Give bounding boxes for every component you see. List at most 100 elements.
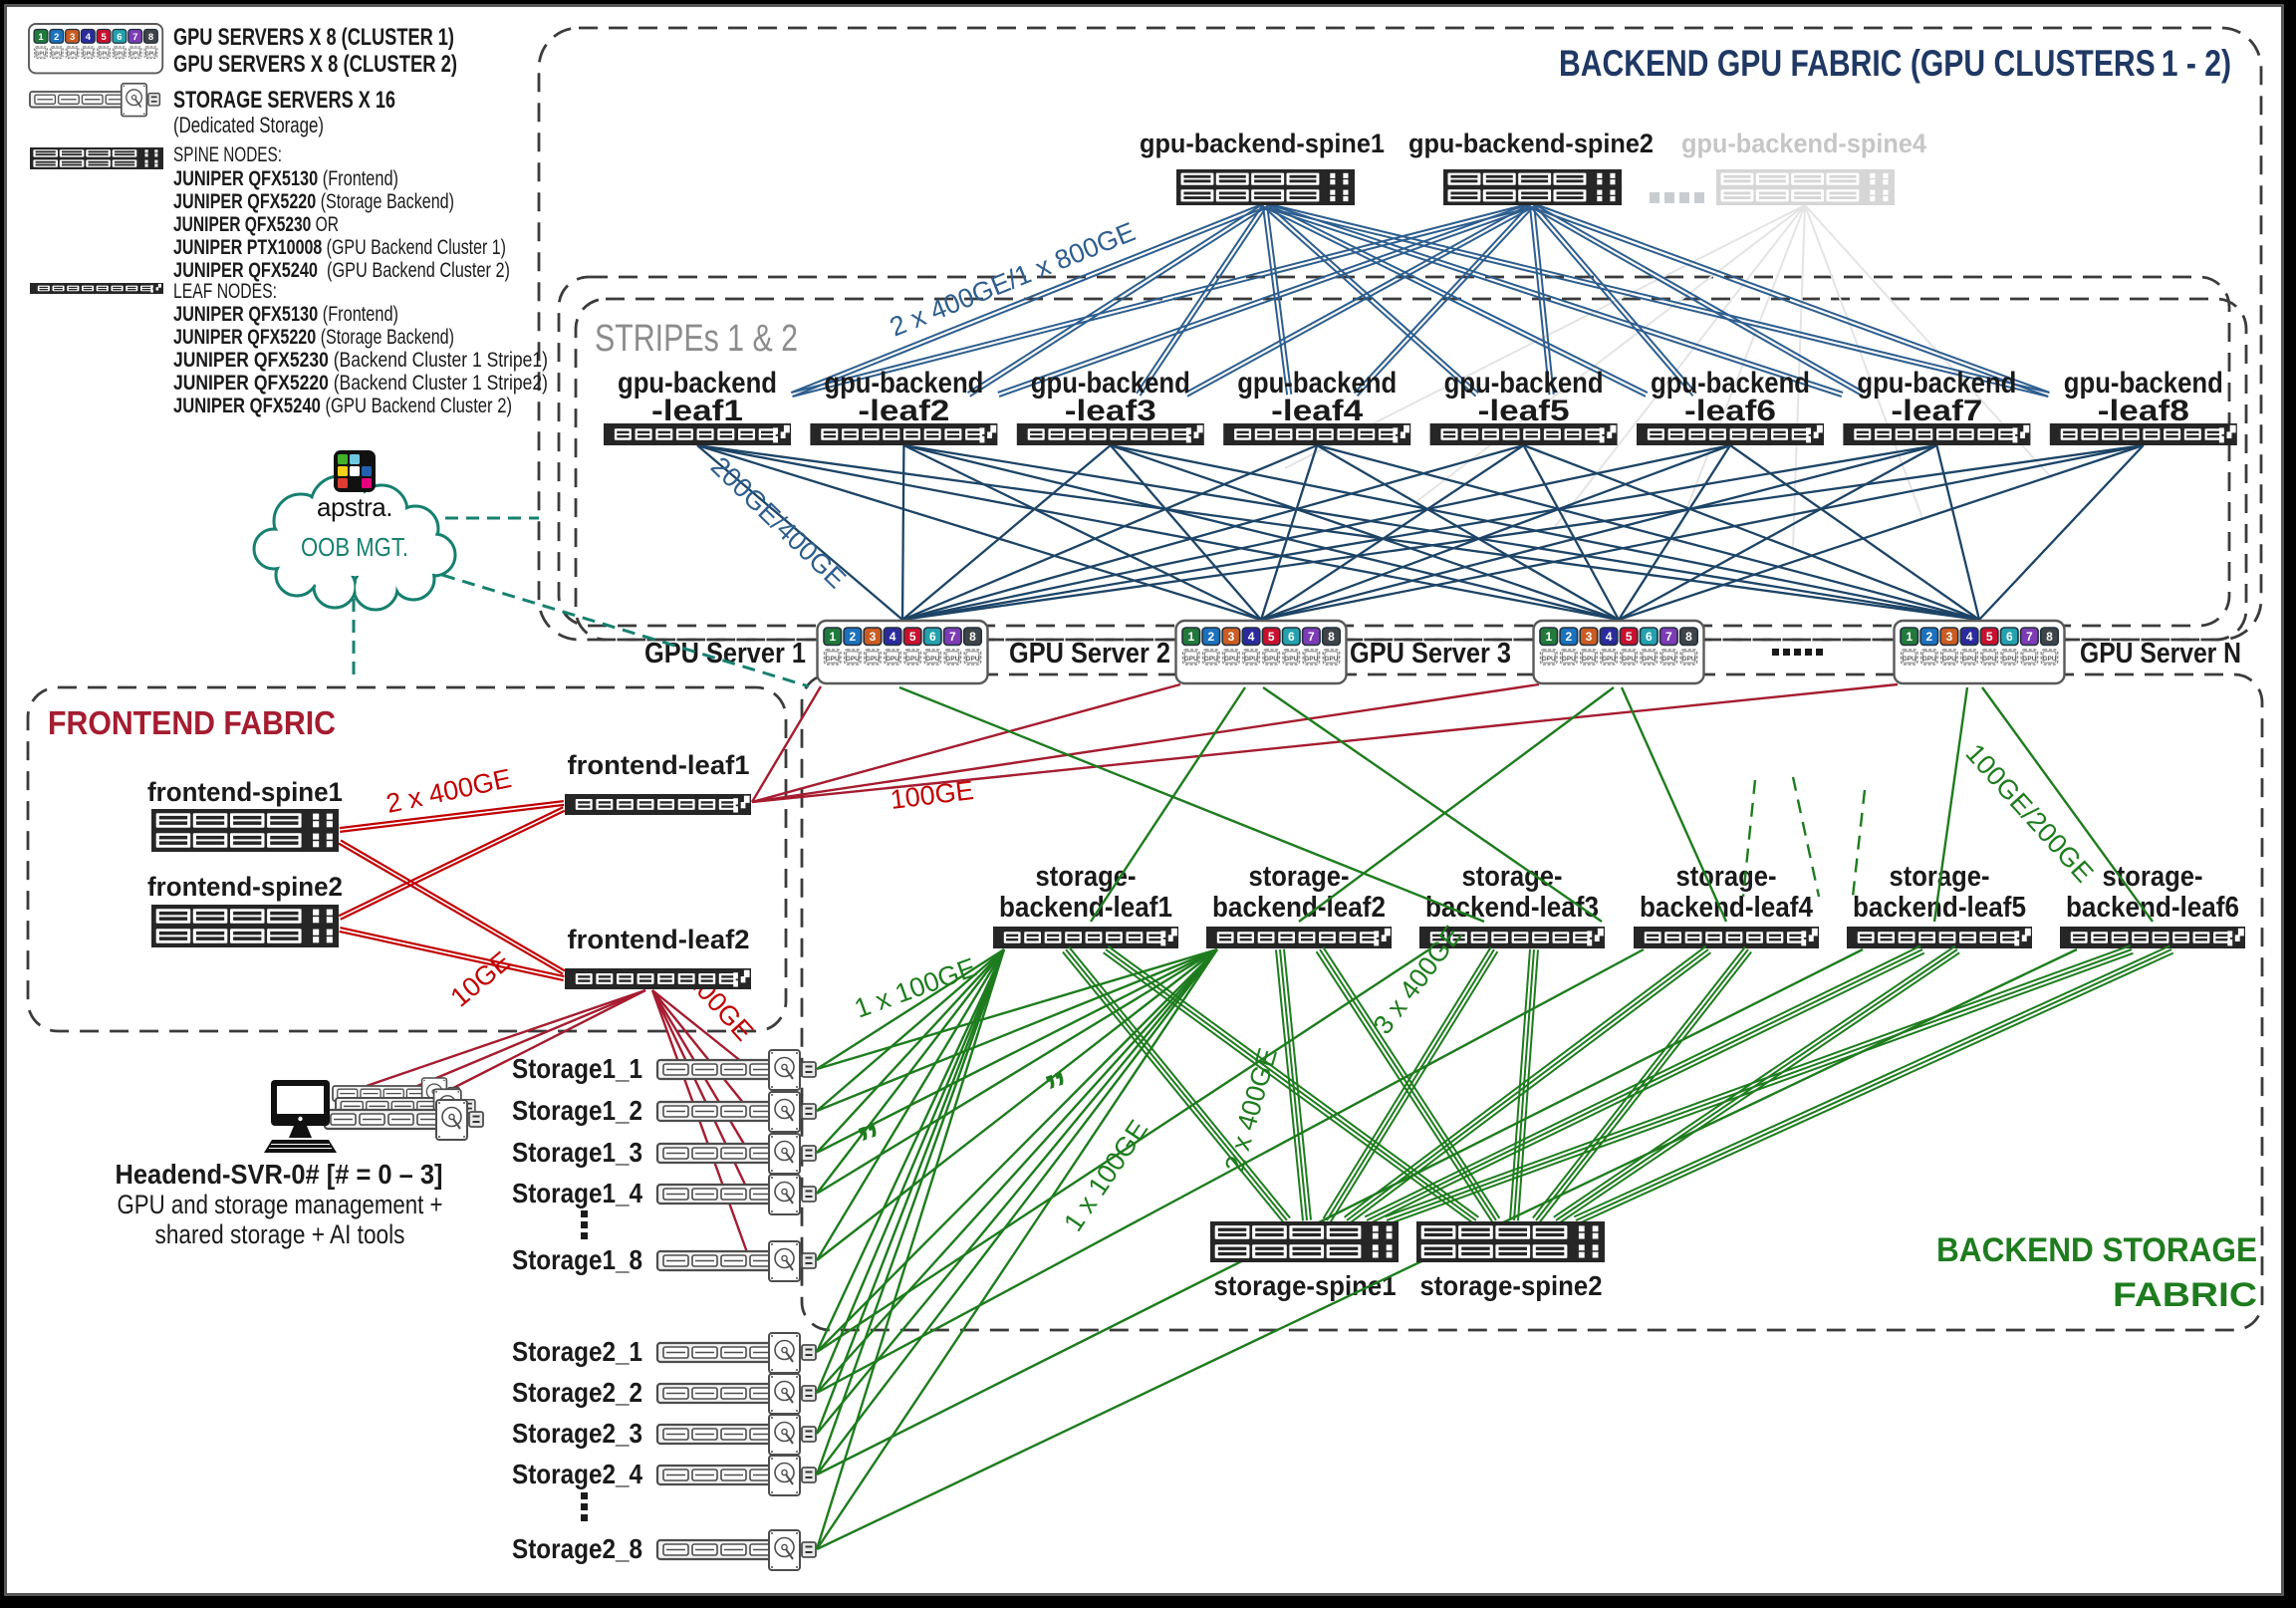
svg-text:JUNIPER QFX5220 (Storage Backe: JUNIPER QFX5220 (Storage Backend): [173, 190, 454, 213]
svg-text:3: 3: [1228, 630, 1235, 644]
svg-text:GPU: GPU: [2022, 656, 2036, 663]
svg-text:LEAF NODES:: LEAF NODES:: [173, 280, 277, 303]
svg-text:5: 5: [1986, 630, 1993, 644]
svg-text:7: 7: [1308, 630, 1315, 644]
svg-text:GPU: GPU: [1184, 656, 1198, 663]
svg-text:Storage1_4: Storage1_4: [512, 1178, 642, 1208]
svg-text:FRONTEND FABRIC: FRONTEND FABRIC: [48, 704, 336, 741]
svg-text:1: 1: [1187, 630, 1194, 644]
svg-text:GPU: GPU: [1982, 656, 1996, 663]
svg-text:Storage2_3: Storage2_3: [512, 1418, 642, 1449]
svg-text:BACKEND GPU FABRIC (GPU CLUSTE: BACKEND GPU FABRIC (GPU CLUSTERS 1 - 2): [1559, 43, 2231, 84]
svg-text:Storage1_3: Storage1_3: [512, 1137, 642, 1168]
svg-text:5: 5: [1268, 630, 1275, 644]
svg-text:4: 4: [1966, 630, 1973, 644]
svg-text:5: 5: [909, 630, 916, 644]
svg-text:Storage2_2: Storage2_2: [512, 1377, 642, 1408]
svg-text:GPU: GPU: [1642, 656, 1656, 663]
svg-text:Storage2_1: Storage2_1: [512, 1336, 642, 1367]
svg-text:Storage1_1: Storage1_1: [512, 1053, 642, 1084]
svg-text:6: 6: [929, 630, 936, 644]
svg-text:GPU: GPU: [905, 656, 919, 663]
svg-text:7: 7: [1665, 630, 1672, 644]
svg-text:gpu-backend-spine2: gpu-backend-spine2: [1408, 129, 1654, 158]
svg-text:GPU: GPU: [67, 51, 78, 57]
svg-text:backend-leaf6: backend-leaf6: [2066, 892, 2239, 924]
svg-text:storage-: storage-: [1249, 861, 1350, 893]
svg-text:GPU: GPU: [1324, 656, 1338, 663]
svg-text:(Dedicated Storage): (Dedicated Storage): [173, 113, 324, 137]
svg-text:GPU: GPU: [965, 656, 979, 663]
svg-text:GPU: GPU: [1622, 656, 1636, 663]
svg-text:3: 3: [1946, 630, 1953, 644]
svg-text:1: 1: [1906, 630, 1913, 644]
svg-text:GPU: GPU: [1542, 656, 1556, 663]
svg-text:gpu-backend: gpu-backend: [1031, 367, 1190, 400]
svg-text:-leaf5: -leaf5: [1478, 395, 1570, 427]
svg-text:gpu-backend: gpu-backend: [1237, 367, 1397, 400]
svg-text:JUNIPER QFX5240 (GPU Backend C: JUNIPER QFX5240 (GPU Backend Cluster 2): [173, 395, 512, 417]
svg-text:GPU: GPU: [886, 656, 899, 663]
svg-text:OOB MGT.: OOB MGT.: [301, 532, 408, 562]
svg-text:storage-: storage-: [1676, 861, 1777, 893]
svg-text:frontend-leaf2: frontend-leaf2: [568, 925, 750, 954]
svg-text:GPU SERVERS X 8 (CLUSTER 2): GPU SERVERS X 8 (CLUSTER 2): [173, 51, 457, 78]
svg-text:backend-leaf4: backend-leaf4: [1640, 892, 1813, 924]
svg-text:GPU: GPU: [1562, 656, 1576, 663]
svg-text:GPU: GPU: [866, 656, 880, 663]
svg-text:GPU: GPU: [83, 51, 94, 57]
svg-text:STORAGE SERVERS X 16: STORAGE SERVERS X 16: [173, 87, 395, 114]
svg-text:GPU: GPU: [114, 51, 125, 57]
svg-text:GPU: GPU: [1304, 656, 1318, 663]
svg-text:BACKEND STORAGE: BACKEND STORAGE: [1936, 1231, 2257, 1269]
svg-text:GPU: GPU: [1264, 656, 1278, 663]
svg-text:GPU: GPU: [145, 51, 156, 57]
svg-text:gpu-backend: gpu-backend: [1651, 367, 1810, 400]
svg-text:GPU: GPU: [1224, 656, 1238, 663]
svg-text:Storage1_2: Storage1_2: [512, 1095, 642, 1126]
svg-text:3: 3: [1586, 630, 1593, 644]
svg-text:gpu-backend-spine4: gpu-backend-spine4: [1681, 129, 1926, 158]
svg-text:4: 4: [890, 630, 896, 644]
svg-text:frontend-spine1: frontend-spine1: [147, 777, 343, 807]
svg-text:shared storage + AI tools: shared storage + AI tools: [155, 1219, 405, 1249]
svg-text:GPU: GPU: [1582, 656, 1596, 663]
svg-text:2: 2: [1566, 630, 1573, 644]
svg-text:GPU Server 1: GPU Server 1: [644, 638, 806, 670]
svg-text:GPU: GPU: [1922, 656, 1936, 663]
svg-text:GPU: GPU: [1661, 656, 1675, 663]
svg-text:GPU: GPU: [846, 656, 860, 663]
svg-text:frontend-spine2: frontend-spine2: [147, 872, 343, 902]
svg-text:STRIPEs 1 & 2: STRIPEs 1 & 2: [595, 318, 798, 360]
svg-text:GPU and storage management +: GPU and storage management +: [118, 1190, 443, 1219]
svg-text:FABRIC: FABRIC: [2113, 1276, 2257, 1314]
svg-text:backend-leaf5: backend-leaf5: [1853, 892, 2026, 924]
svg-text:Storage2_8: Storage2_8: [512, 1533, 642, 1564]
svg-text:7: 7: [949, 630, 956, 644]
svg-text:GPU: GPU: [2042, 656, 2056, 663]
svg-text:2: 2: [850, 630, 857, 644]
svg-text:GPU SERVERS X 8 (CLUSTER 1): GPU SERVERS X 8 (CLUSTER 1): [173, 24, 454, 51]
svg-text:JUNIPER QFX5230 (Backend Clust: JUNIPER QFX5230 (Backend Cluster 1 Strip…: [173, 349, 548, 372]
svg-text:Headend-SVR-0# [# = 0 – 3]: Headend-SVR-0# [# = 0 – 3]: [116, 1159, 443, 1190]
svg-text:backend-leaf2: backend-leaf2: [1212, 892, 1386, 924]
svg-text:gpu-backend-spine1: gpu-backend-spine1: [1140, 129, 1385, 158]
svg-text:gpu-backend: gpu-backend: [2064, 367, 2223, 400]
svg-text:storage-: storage-: [2103, 861, 2203, 893]
svg-text:storage-spine2: storage-spine2: [1420, 1270, 1603, 1301]
svg-text:JUNIPER QFX5130 (Frontend): JUNIPER QFX5130 (Frontend): [173, 303, 398, 326]
svg-text:GPU: GPU: [945, 656, 959, 663]
svg-text:7: 7: [132, 31, 137, 42]
svg-text:3: 3: [70, 31, 75, 42]
svg-text:3: 3: [870, 630, 877, 644]
svg-text:GPU: GPU: [1244, 656, 1258, 663]
svg-text:8: 8: [1328, 630, 1335, 644]
svg-text:5: 5: [1626, 630, 1633, 644]
svg-text:gpu-backend: gpu-backend: [1857, 367, 2016, 400]
svg-text:GPU: GPU: [129, 51, 140, 57]
svg-text:SPINE NODES:: SPINE NODES:: [173, 143, 282, 166]
svg-text:GPU: GPU: [35, 51, 46, 57]
svg-text:6: 6: [117, 31, 122, 42]
svg-text:1: 1: [829, 630, 836, 644]
svg-text:8: 8: [1685, 630, 1692, 644]
